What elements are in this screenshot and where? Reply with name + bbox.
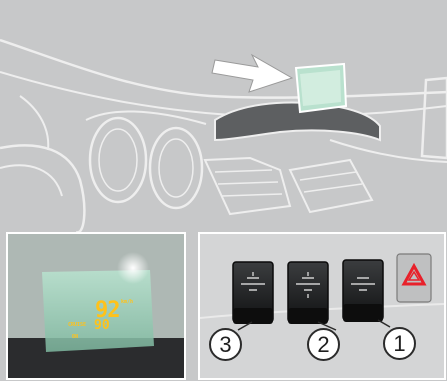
switch-inset: 3 2 1 (198, 232, 446, 380)
hud-speed-unit: km/h (121, 299, 133, 305)
callout-number-3: 3 (209, 328, 242, 361)
hazard-button[interactable] (397, 254, 431, 302)
hud-switch-3[interactable] (233, 262, 273, 324)
callout-number-1: 1 (383, 327, 416, 360)
hud-switch-1[interactable] (343, 260, 383, 322)
hud-light-reflection (117, 252, 149, 284)
hud-inset: 92 km/h CRUISE 90 ON (6, 232, 186, 380)
hud-cruise-on-label: ON (72, 334, 78, 340)
hud-screen-glare (300, 70, 341, 106)
hud-cruise-value: 90 (94, 318, 110, 333)
callout-number-2: 2 (307, 328, 340, 361)
hud-cruise-label: CRUISE (68, 322, 86, 328)
hud-switch-2[interactable] (288, 262, 328, 324)
